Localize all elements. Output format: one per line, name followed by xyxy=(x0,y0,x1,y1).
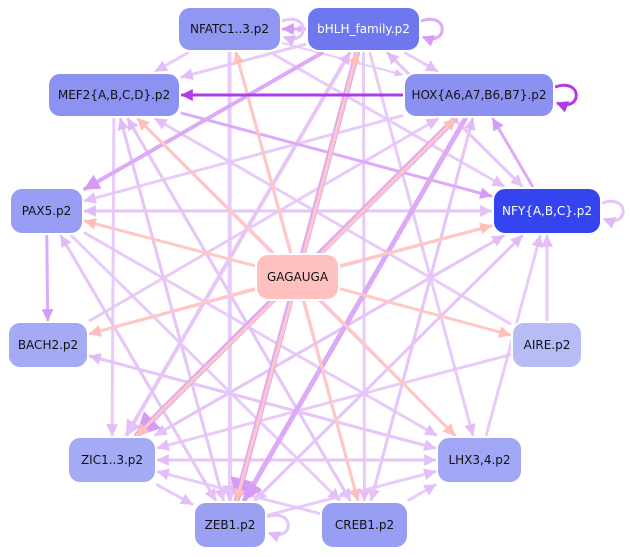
self-loop-zeb1 xyxy=(266,513,290,543)
node-creb1[interactable]: CREB1.p2 xyxy=(320,501,409,549)
node-label-mef2: MEF2{A,B,C,D}.p2 xyxy=(58,88,170,102)
node-label-nfy: NFY{A,B,C}.p2 xyxy=(502,204,592,218)
node-nfatc1-3[interactable]: NFATC1..3.p2 xyxy=(177,6,282,52)
edge-bhlh-to-creb1 xyxy=(358,51,371,502)
node-label-bach2: BACH2.p2 xyxy=(18,338,78,352)
edge-bhlh-to-pax5 xyxy=(83,51,324,191)
self-loop-nfatc xyxy=(281,17,305,47)
edge-gagauga-to-nfy xyxy=(339,222,493,267)
node-zeb1[interactable]: ZEB1.p2 xyxy=(193,501,267,549)
edge-nfatc-to-zeb1 xyxy=(221,51,238,502)
node-hox[interactable]: HOX{A6,A7,B6,B7}.p2 xyxy=(403,72,555,118)
edge-nfatc-to-mef2 xyxy=(154,51,189,73)
edge-zeb1-to-pax5 xyxy=(59,234,217,502)
edge-aire-to-zic xyxy=(156,353,512,451)
edge-creb1-to-lhx xyxy=(407,483,437,502)
edge-layer xyxy=(41,17,625,543)
node-bhlh-family[interactable]: bHLH_family.p2 xyxy=(306,6,421,52)
node-label-lhx3-4: LHX3,4.p2 xyxy=(448,453,510,467)
node-gagauga[interactable]: GAGAUGA xyxy=(255,253,340,301)
edge-gagauga-to-hox xyxy=(320,117,457,254)
edge-bach2-to-hox xyxy=(88,117,440,323)
edge-zic-to-zeb1 xyxy=(155,483,194,506)
edge-gagauga-to-pax5 xyxy=(83,218,256,268)
node-pax5[interactable]: PAX5.p2 xyxy=(9,187,84,235)
node-label-creb1: CREB1.p2 xyxy=(335,518,394,532)
node-lhx3-4[interactable]: LHX3,4.p2 xyxy=(436,436,523,484)
edge-zic-to-nfy xyxy=(154,234,505,437)
edge-mef2-to-nfy xyxy=(180,111,493,200)
edge-gagauga-to-lhx xyxy=(320,300,457,437)
edge-zic-to-bhlh xyxy=(125,51,351,437)
edge-zeb1-to-mef2 xyxy=(117,117,225,502)
node-label-zic1-3: ZIC1..3.p2 xyxy=(81,453,143,467)
node-label-pax5: PAX5.p2 xyxy=(22,204,72,218)
node-label-nfatc1-3: NFATC1..3.p2 xyxy=(190,22,269,36)
self-loop-bhlh xyxy=(420,17,444,47)
node-label-gagauga: GAGAUGA xyxy=(267,270,329,284)
edge-nfy-to-hox xyxy=(491,117,534,188)
edge-aire-to-mef2 xyxy=(154,117,512,326)
edge-gagauga-to-nfatc xyxy=(233,51,293,254)
edge-gagauga-to-aire xyxy=(339,287,512,338)
edge-creb1-to-mef2 xyxy=(126,117,352,502)
edge-gagauga-to-bhlh xyxy=(302,51,361,254)
edge-hox-to-zeb1 xyxy=(242,116,468,503)
node-label-bhlh-family: bHLH_family.p2 xyxy=(317,22,410,36)
node-label-aire: AIRE.p2 xyxy=(524,338,571,352)
node-aire[interactable]: AIRE.p2 xyxy=(511,321,583,369)
node-nfy[interactable]: NFY{A,B,C}.p2 xyxy=(492,187,602,235)
edge-bhlh-to-hox xyxy=(404,51,439,73)
edge-gagauga-to-bach2 xyxy=(88,287,256,337)
node-mef2[interactable]: MEF2{A,B,C,D}.p2 xyxy=(47,72,181,118)
edge-pax5-to-lhx xyxy=(83,231,438,437)
node-label-zeb1: ZEB1.p2 xyxy=(205,518,256,532)
node-label-hox: HOX{A6,A7,B6,B7}.p2 xyxy=(411,88,546,102)
edge-gagauga-to-zeb1 xyxy=(233,300,293,502)
node-bach2[interactable]: BACH2.p2 xyxy=(7,321,89,369)
edge-gagauga-to-creb1 xyxy=(302,300,361,502)
node-zic1-3[interactable]: ZIC1..3.p2 xyxy=(67,436,157,484)
self-loop-hox xyxy=(554,83,578,113)
edge-pax5-to-bach2 xyxy=(41,234,54,322)
edge-gagauga-to-zic xyxy=(135,300,274,437)
edge-gagauga-to-mef2 xyxy=(136,117,274,254)
node-layer: NFATC1..3.p2 bHLH_family.p2 MEF2{A,B,C,D… xyxy=(7,6,602,549)
self-loop-nfy xyxy=(601,199,625,229)
